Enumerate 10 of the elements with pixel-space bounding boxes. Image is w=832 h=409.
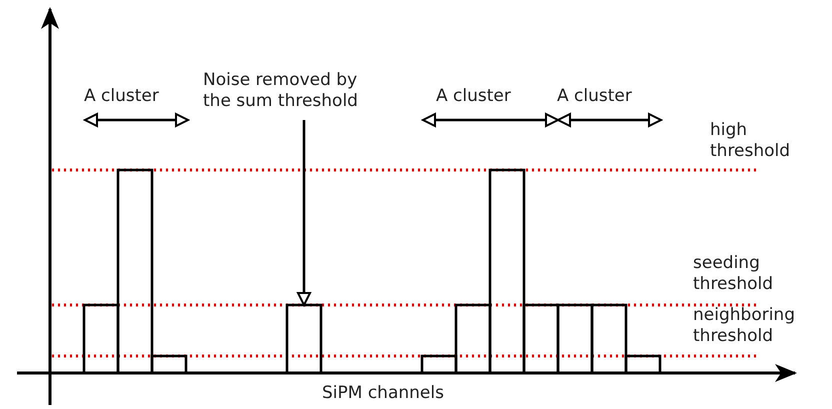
noise-bar <box>286 304 322 374</box>
cluster-label: A cluster <box>436 86 511 107</box>
axis-label: SiPM channels <box>322 383 444 404</box>
annotation-text: Noise removed by the sum threshold <box>203 70 388 112</box>
cluster-label: A cluster <box>84 86 159 107</box>
threshold-label: neighboring threshold <box>693 305 796 347</box>
leader-arrow <box>297 120 311 306</box>
threshold-label: high threshold <box>710 120 792 162</box>
cluster-label: A cluster <box>557 86 632 107</box>
threshold-label: seeding threshold <box>693 253 774 295</box>
